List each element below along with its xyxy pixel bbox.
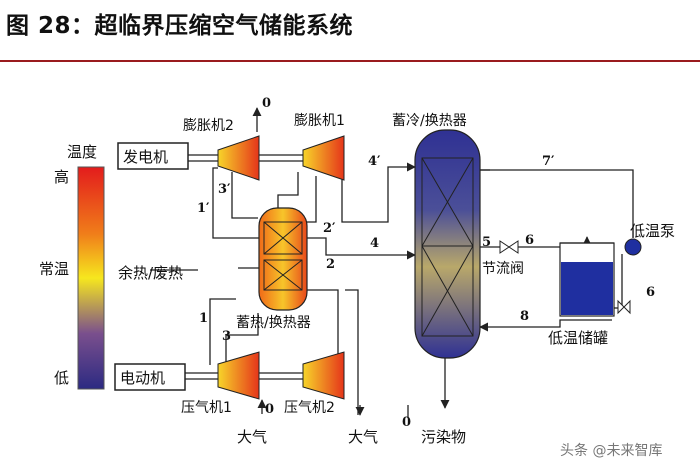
legend-low: 低: [54, 369, 69, 387]
watermark: 头条 @未来智库: [560, 443, 663, 459]
stream-2-prime: 2′: [323, 221, 336, 236]
heat-storage-vessel: [258, 207, 308, 311]
legend-normal: 常温: [39, 260, 69, 278]
stream-6-b: 6: [646, 285, 655, 300]
compressor-2-shape: [302, 351, 345, 400]
compressor-2-label: 压气机2: [284, 400, 335, 416]
stream-4-prime: 4′: [368, 154, 381, 169]
pipe-network: [150, 107, 634, 418]
expander-1-label: 膨胀机1: [294, 112, 345, 129]
low-temp-tank: [559, 242, 615, 317]
cold-storage-vessel: [414, 129, 481, 359]
expander-2-label: 膨胀机2: [183, 117, 234, 134]
generator-label: 发电机: [123, 148, 168, 166]
cold-storage-label: 蓄冷/换热器: [392, 112, 467, 129]
stream-2: 2: [326, 257, 335, 272]
stream-0-top: 0: [262, 96, 271, 111]
motor-label: 电动机: [120, 369, 165, 387]
pollutants-label: 污染物: [421, 428, 466, 446]
expander-2-shape: [217, 135, 260, 181]
low-temp-pump-icon: [624, 238, 642, 256]
throttle-valve-icon: [499, 240, 519, 254]
stream-5: 5: [482, 235, 491, 250]
expander-1-shape: [302, 135, 345, 181]
stream-6-a: 6: [525, 233, 534, 248]
legend-high: 高: [54, 168, 69, 186]
throttle-label: 节流阀: [482, 261, 524, 277]
atmosphere-label-1: 大气: [237, 428, 267, 446]
stream-3-prime: 3′: [218, 182, 231, 197]
figure-title: 图 28：超临界压缩空气储能系统: [6, 13, 354, 39]
generator-box: [117, 142, 189, 170]
motor-box: [114, 363, 186, 391]
low-temp-pump-label: 低温泵: [630, 222, 675, 240]
stream-1: 1: [199, 311, 208, 326]
stream-7-prime: 7′: [542, 154, 555, 169]
stream-8: 8: [520, 309, 529, 324]
title-rule: [0, 60, 700, 62]
temperature-legend: 温度 高 常温 低: [39, 143, 105, 390]
atmosphere-label-2: 大气: [348, 428, 378, 446]
stream-1-prime: 1′: [197, 201, 210, 216]
heat-storage-label: 蓄热/换热器: [236, 314, 311, 331]
legend-title: 温度: [67, 143, 97, 161]
compressor-1-shape: [217, 351, 260, 400]
stream-3: 3: [222, 329, 231, 344]
low-temp-tank-label: 低温储罐: [548, 329, 608, 347]
stream-0-bottom: 0: [265, 402, 274, 417]
compressor-1-label: 压气机1: [181, 400, 232, 416]
stream-4: 4: [370, 236, 379, 251]
waste-heat-label: 余热/废热: [118, 264, 183, 282]
tank-valve-icon: [617, 299, 631, 315]
stream-0-mid: 0: [402, 415, 411, 430]
temperature-gradient-bar: [77, 166, 105, 390]
